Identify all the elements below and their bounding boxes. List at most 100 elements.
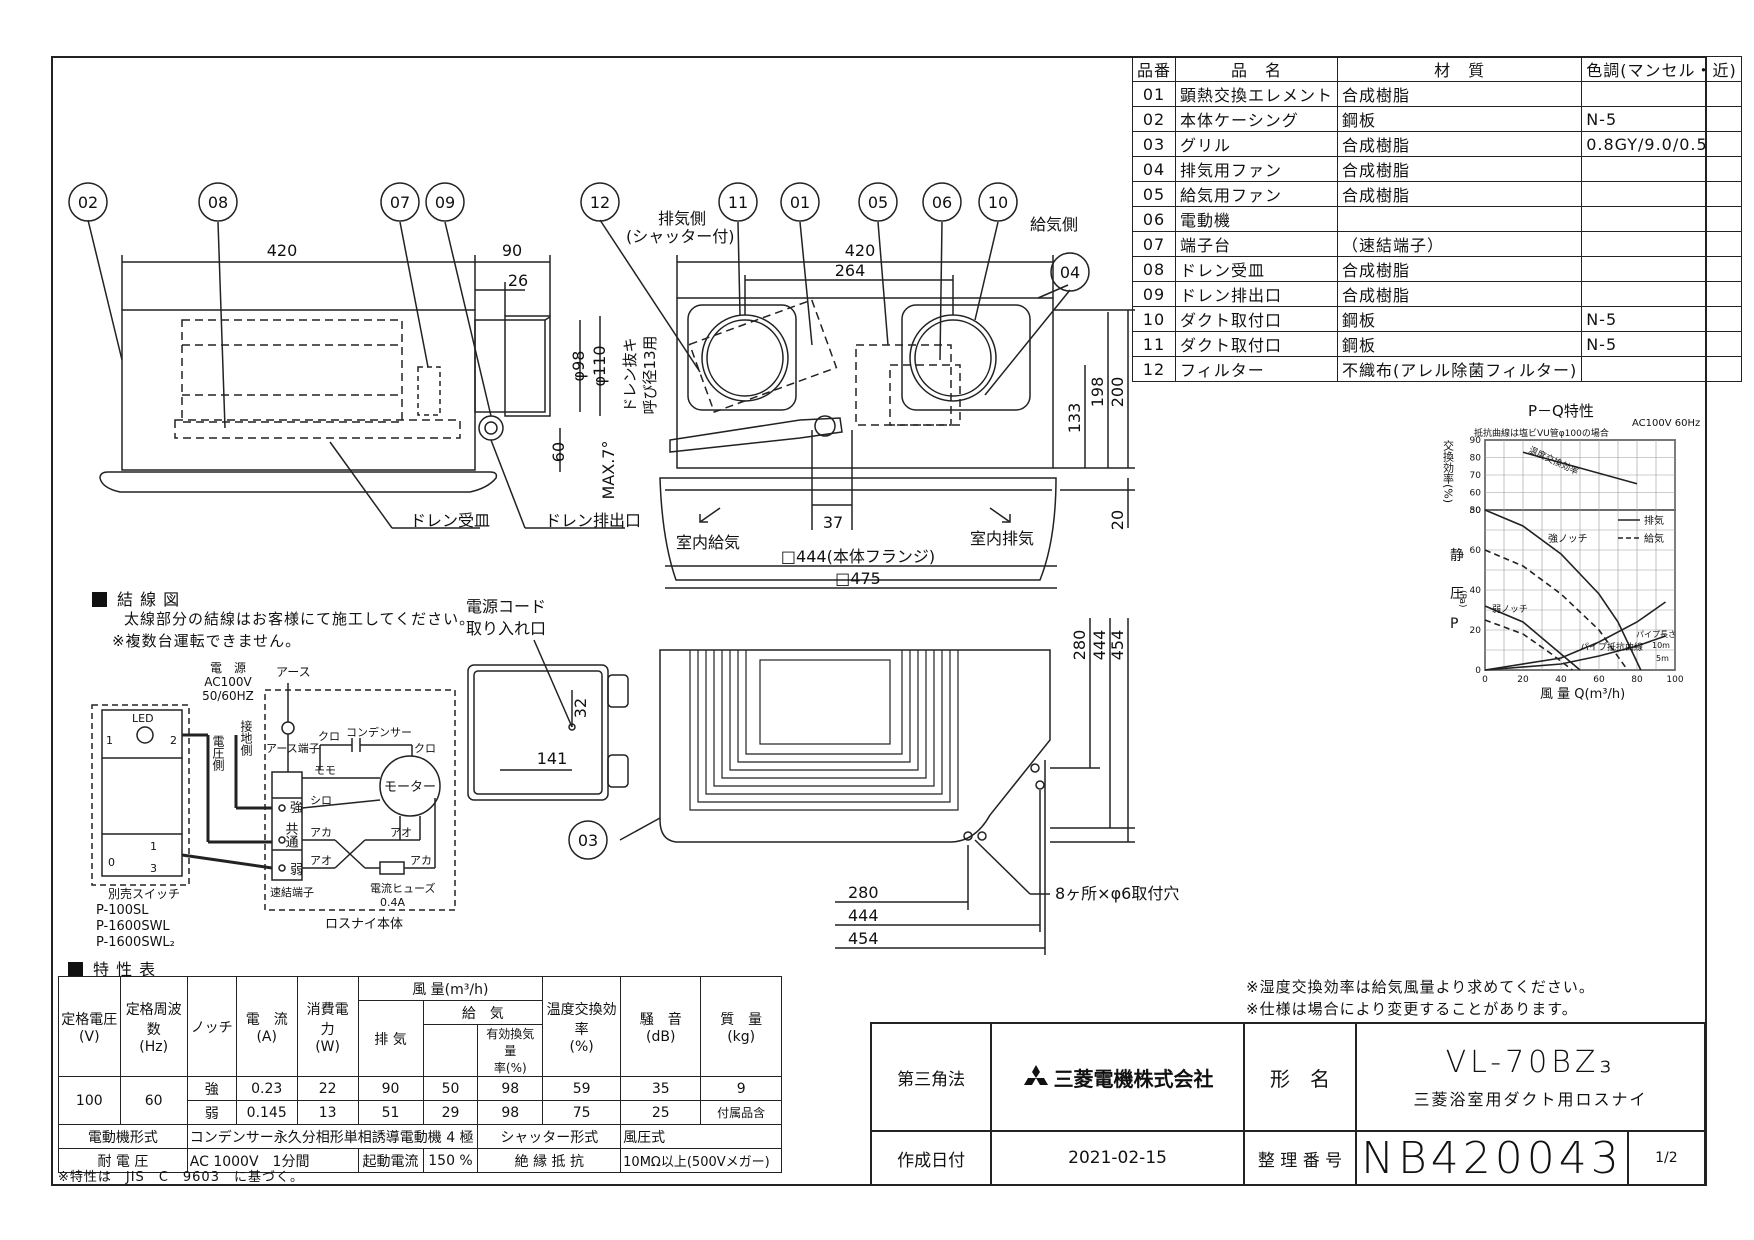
pq-series-2: [1484, 605, 1581, 671]
parts-name: ドレン排出口: [1175, 281, 1339, 307]
front-view-casing: [676, 297, 1054, 469]
wiring-heading: 結 線 図: [92, 586, 180, 610]
spec-table: 定格電圧 (V) 定格周波数 (Hz) ノッチ 電 流 (A) 消費電力 (W)…: [58, 976, 782, 1173]
spec-insulation: 10MΩ以上(500Vメガー): [620, 1148, 782, 1173]
balloon-circle: [922, 182, 962, 222]
balloon-circle: [1050, 252, 1090, 292]
tb-company-cell: 三菱電機株式会社: [990, 1022, 1245, 1132]
pq-label-weak: 弱ノッチ: [1492, 604, 1528, 615]
parts-name: 端子台: [1175, 231, 1339, 257]
balloon-circle: [580, 182, 620, 222]
pq-label-strong: 強ノッチ: [1548, 532, 1588, 545]
dim-h200: 200: [1108, 377, 1127, 408]
spec-footnote: ※特性は JIS C 9603 に基づく。: [58, 1170, 304, 1185]
dim-h198: 198: [1088, 377, 1107, 408]
balloon-label-12: 12: [590, 193, 610, 212]
parts-color: [1581, 81, 1742, 107]
spec-h-mass: 質 量 (kg): [700, 976, 782, 1077]
balloon-label-03: 03: [578, 831, 598, 850]
label-drain-note-1: ドレン抜キ: [621, 337, 639, 412]
balloon-circle: [568, 820, 608, 860]
pq-top-y-tick: 60: [1470, 489, 1482, 499]
label-indoor-supply: 室内給気: [676, 533, 740, 552]
spec-h-voltage: 定格電圧 (V): [58, 976, 121, 1077]
wiring-heading-text: 結 線 図: [117, 590, 181, 609]
parts-name: グリル: [1175, 131, 1339, 157]
parts-material: （速結端子）: [1337, 231, 1583, 257]
spec-h-notch: ノッチ: [186, 976, 237, 1077]
dim-max7: MAX.7°: [599, 441, 618, 500]
balloon-circle: [198, 182, 238, 222]
spec-h-eff: 温度交換効率 (%): [542, 976, 622, 1077]
tb-model: VL-70BZ₃: [1445, 1044, 1616, 1080]
wiring-motor: モーター: [384, 780, 436, 795]
parts-name: 排気用ファン: [1175, 156, 1339, 182]
label-cord-inlet-2: 取り入れ口: [466, 619, 546, 638]
pq-bottom-ylabel-1: 静: [1450, 548, 1464, 564]
spec-supply-strong: 50: [422, 1076, 479, 1101]
tb-doc-number: NB420043: [1355, 1130, 1629, 1186]
grill-slots: [689, 650, 959, 811]
parts-material: 合成樹脂: [1337, 256, 1583, 282]
spec-h-noise: 騒 音 (dB): [620, 976, 702, 1077]
wiring-heading-square: [92, 592, 107, 607]
balloon-label-01: 01: [790, 193, 810, 212]
pq-series-3: [1484, 619, 1573, 671]
spec-effective-strong: 98: [477, 1076, 544, 1101]
parts-name: 本体ケーシング: [1175, 106, 1339, 132]
label-exhaust-side: 排気側: [658, 209, 706, 228]
spec-motor-type: コンデンサー永久分相形単相誘導電動機 4 極: [186, 1124, 479, 1149]
parts-header-color: 色調(マンセル・近): [1581, 56, 1742, 82]
terminal-block-shape: [417, 366, 441, 416]
parts-material: 合成樹脂: [1337, 131, 1583, 157]
bottom-view-grill: [659, 649, 1051, 843]
spec-h-freq: 定格周波数 (Hz): [119, 976, 188, 1077]
wiring-quick-terminal: 速結端子: [270, 885, 314, 899]
pq-legend-supply: 給気: [1644, 532, 1664, 545]
wiring-earth-terminal: アース端子: [266, 742, 320, 755]
dim-b444: 444: [848, 906, 879, 925]
spec-noise-strong: 35: [620, 1076, 702, 1101]
dim-v444: 444: [1090, 630, 1109, 661]
label-drain-pan: ドレン受皿: [410, 511, 490, 530]
dim-cord141: 141: [537, 749, 568, 768]
balloon-label-05: 05: [868, 193, 888, 212]
parts-no: 11: [1131, 331, 1177, 357]
svg-text:3: 3: [150, 862, 157, 875]
spec-notch-strong: 強: [186, 1076, 237, 1101]
parts-no: 04: [1131, 156, 1177, 182]
spec-current-strong: 0.23: [235, 1076, 298, 1101]
wiring-kuro-1: クロ: [318, 730, 340, 743]
pq-x-tick: 80: [1631, 675, 1643, 685]
wiring-fuse-1: 電流ヒューズ: [370, 881, 435, 895]
pq-bottom-y-tick: 60: [1470, 546, 1482, 556]
parts-material: 合成樹脂: [1337, 181, 1583, 207]
dim-duct-len: 90: [502, 241, 522, 260]
note-line-1: ※湿度交換効率は給気風量より求めてください。: [1246, 978, 1595, 996]
tb-model-cell: VL-70BZ₃ 三菱浴室用ダクト用ロスナイ: [1355, 1022, 1706, 1132]
wiring-kuro-2: クロ: [414, 742, 436, 755]
spec-shutter: 風圧式: [620, 1124, 782, 1149]
wiring-power-3: 50/60HZ: [202, 689, 254, 703]
dim-cord32: 32: [571, 698, 590, 718]
mitsubishi-logo-icon: [1023, 1064, 1048, 1085]
note-line-2: ※仕様は場合により変更することがあります。: [1246, 1000, 1578, 1018]
pq-xlabel: 風 量 Q(m³/h): [1540, 687, 1625, 702]
pq-label-len5: 5m: [1656, 654, 1669, 663]
wiring-switch-title: 別売スイッチ: [108, 886, 180, 901]
label-drain-note-2: 呼び径13用: [641, 335, 659, 414]
parts-no: 06: [1131, 206, 1177, 232]
label-cord-inlet-1: 電源コード: [466, 597, 546, 616]
parts-name: 顕熱交換エレメント: [1175, 81, 1339, 107]
pq-bottom-ylabel-4: P: [1450, 616, 1458, 632]
label-indoor-exhaust: 室内排気: [970, 529, 1034, 548]
pq-bottom-y-tick: 20: [1470, 626, 1482, 636]
pq-subtitle: AC100V 60Hz: [1632, 418, 1700, 429]
pq-bottom-y-tick: 80: [1470, 506, 1482, 516]
parts-name: 給気用ファン: [1175, 181, 1339, 207]
